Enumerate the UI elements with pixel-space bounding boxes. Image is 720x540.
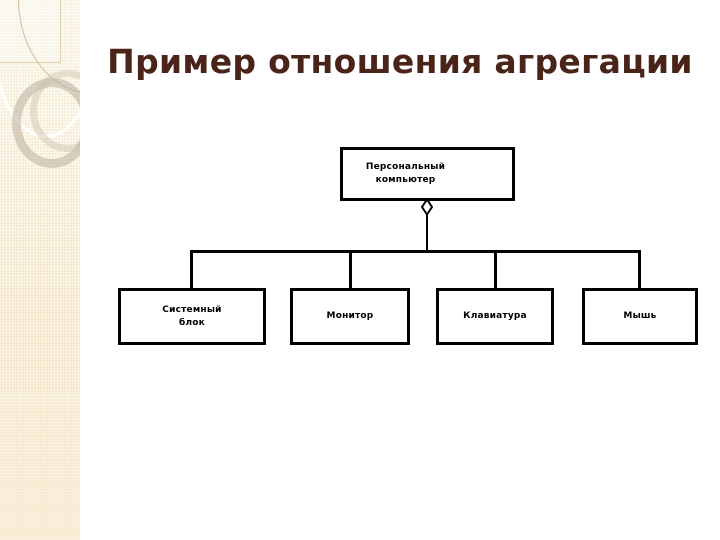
diagram-node-monitor[interactable]: Монитор	[290, 288, 410, 345]
node-child-3-label: Мышь	[623, 311, 657, 321]
connector-drop-0	[190, 250, 193, 290]
node-child-0-label-line2: блок	[179, 317, 205, 328]
node-child-1-label: Монитор	[326, 311, 374, 321]
node-root-label-line2: компьютер	[375, 175, 436, 185]
connector-drop-3	[638, 250, 641, 290]
connector-root-stem	[426, 213, 428, 252]
node-child-0-label-line1: Системный	[162, 304, 222, 315]
node-root-label-line1: Персональный	[365, 162, 446, 172]
node-child-2-label: Клавиатура	[463, 311, 527, 321]
diagram-node-mouse[interactable]: Мышь	[582, 288, 698, 345]
page-title: Пример отношения агрегации	[107, 42, 693, 81]
connector-drop-2	[494, 250, 497, 290]
diagram-node-keyboard[interactable]: Клавиатура	[436, 288, 554, 345]
connector-drop-1	[349, 250, 352, 290]
connector-horizontal-bus	[190, 250, 641, 253]
node-child-0-label: Системный блок	[121, 304, 263, 330]
node-root-label: Персональный компьютер	[343, 161, 512, 187]
decorative-circle-grey-inner-icon	[30, 70, 80, 152]
diagram-node-system-unit[interactable]: Системный блок	[118, 288, 266, 345]
decorative-sidebar	[0, 0, 80, 540]
diagram-node-root[interactable]: Персональный компьютер	[340, 147, 515, 201]
